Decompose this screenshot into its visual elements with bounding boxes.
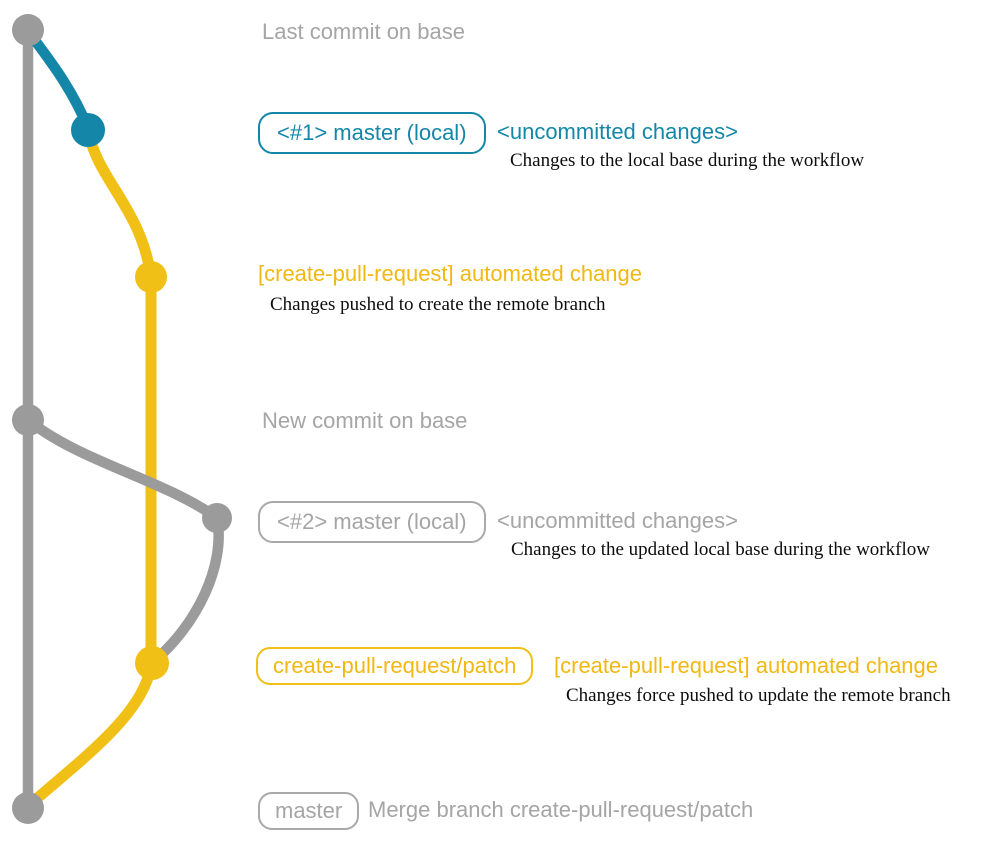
label-automated-change-1: [create-pull-request] automated change bbox=[258, 261, 643, 286]
desc-automated-change-1: Changes pushed to create the remote bran… bbox=[270, 294, 606, 315]
label-last-commit-on-base: Last commit on base bbox=[262, 19, 465, 44]
updated-local-branch-line bbox=[22, 414, 223, 524]
commit-dot-new-commit bbox=[12, 404, 44, 436]
label-automated-change-2: [create-pull-request] automated change bbox=[554, 653, 939, 678]
patch-branch-line bbox=[82, 124, 157, 668]
commit-dot-automated-change-1 bbox=[135, 261, 167, 293]
badge-master: master bbox=[258, 792, 360, 830]
badge-master-local-2: <#2> master (local) bbox=[258, 501, 486, 543]
label-new-commit-on-base: New commit on base bbox=[262, 408, 468, 433]
commit-dot-merge bbox=[12, 792, 44, 824]
desc-uncommitted-changes-1: Changes to the local base during the wor… bbox=[510, 150, 865, 171]
label-uncommitted-changes-1: <uncommitted changes> bbox=[497, 119, 738, 144]
badge-master-local-1: <#1> master (local) bbox=[258, 112, 486, 154]
desc-uncommitted-changes-2: Changes to the updated local base during… bbox=[511, 539, 930, 560]
label-merge-branch: Merge branch create-pull-request/patch bbox=[368, 797, 754, 822]
badge-create-pull-request-patch: create-pull-request/patch bbox=[256, 647, 534, 685]
force-push-line bbox=[147, 512, 224, 668]
commit-dot-last-commit bbox=[12, 14, 44, 46]
commit-dot-automated-change-2 bbox=[135, 646, 169, 680]
commit-graph bbox=[12, 14, 232, 824]
commit-dot-uncommitted-1 bbox=[71, 113, 105, 147]
desc-automated-change-2: Changes force pushed to update the remot… bbox=[566, 685, 951, 706]
commit-dot-uncommitted-2 bbox=[202, 503, 232, 533]
uncommitted-branch-line bbox=[22, 25, 94, 134]
label-uncommitted-changes-2: <uncommitted changes> bbox=[497, 508, 738, 533]
patch-merge-line bbox=[22, 657, 158, 812]
